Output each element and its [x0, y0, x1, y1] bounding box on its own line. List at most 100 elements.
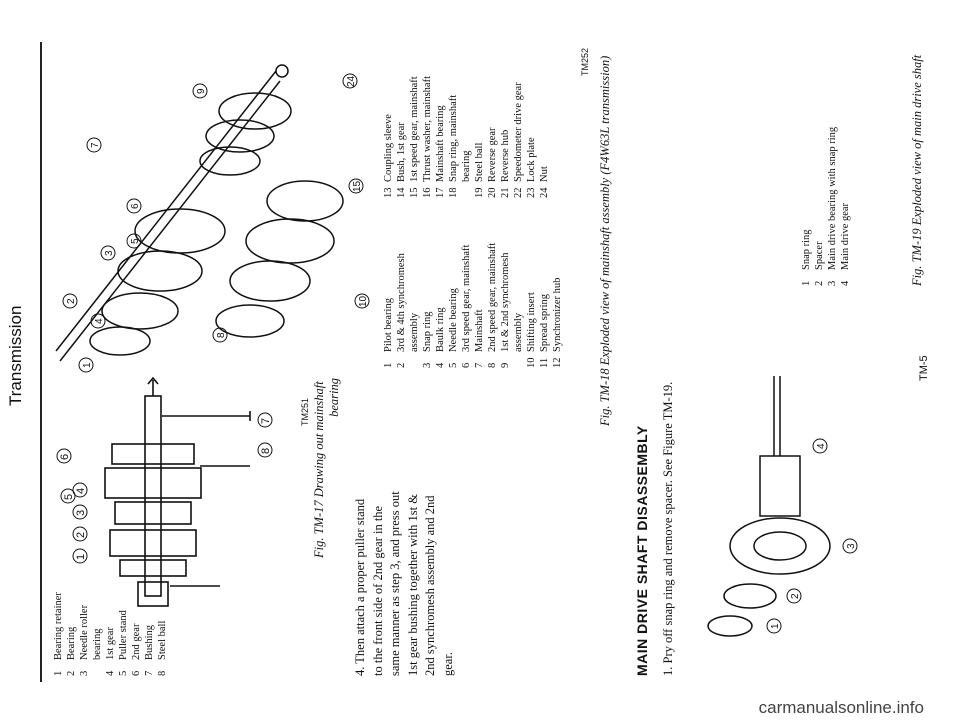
legend-text: Bearing [66, 626, 77, 660]
section-heading: MAIN DRIVE SHAFT DISASSEMBLY [634, 425, 650, 676]
legend-text: Needle bearing [448, 288, 459, 352]
svg-text:24: 24 [346, 75, 357, 87]
legend-text: 2nd gear [131, 623, 142, 660]
legend-text: Baulk ring [435, 307, 446, 352]
svg-text:8: 8 [216, 332, 227, 338]
step4-line: same manner as step 3, and press out [388, 491, 402, 676]
legend-text: Mainshaft bearing [435, 105, 446, 182]
svg-text:4: 4 [75, 488, 87, 494]
legend-text: Coupling sleeve [383, 114, 394, 182]
legend-text: assembly [409, 312, 420, 352]
legend-number [512, 352, 525, 368]
legend-number: 22 [513, 187, 524, 199]
legend-number: 8 [157, 670, 168, 676]
svg-text:1: 1 [770, 623, 781, 629]
legend-row: 7 Mainshaft [473, 198, 486, 368]
section-step1: 1. Pry off snap ring and remove spacer. … [661, 381, 675, 676]
fig-tm17-drawing: 1 2 3 4 5 6 7 8 [56, 376, 273, 607]
legend-number [408, 352, 421, 368]
legend-text: Bushing [144, 624, 155, 660]
svg-text:10: 10 [358, 295, 369, 307]
fig-tm19-caption: Fig. TM-19 Exploded view of main drive s… [910, 54, 924, 286]
legend-text: Bush, 1st gear [396, 122, 407, 182]
legend-text: Synchronizer hub [552, 277, 563, 352]
legend-number [91, 660, 104, 676]
legend-text: Snap ring, mainshaft [448, 94, 459, 182]
legend-text: 3rd & 4th synchromesh [396, 253, 407, 352]
step4-line: 4. Then attach a proper puller stand [353, 498, 367, 676]
legend-number: 11 [539, 357, 550, 368]
legend-text: Lock plate [526, 137, 537, 182]
legend-row: bearing [460, 38, 473, 198]
step4-line: gear. [440, 652, 455, 676]
svg-text:6: 6 [59, 454, 71, 460]
legend-text: Main drive bearing with snap ring [827, 126, 838, 270]
svg-text:7: 7 [90, 142, 101, 148]
legend-row: bearing [91, 556, 104, 676]
legend-text: Thrust washer, mainshaft [422, 75, 433, 182]
legend-row: 3 Snap ring [421, 198, 434, 368]
legend-number: 15 [409, 187, 420, 199]
legend-text: Speedometer drive gear [513, 82, 524, 182]
legend-number: 3 [422, 362, 433, 368]
svg-text:5: 5 [130, 238, 141, 244]
svg-text:3: 3 [75, 510, 87, 516]
legend-number: 7 [474, 362, 485, 368]
legend-text: assembly [513, 312, 524, 352]
legend-text: Reverse gear [487, 127, 498, 182]
callout-1 [72, 548, 88, 564]
legend-number: 8 [487, 362, 498, 368]
legend-text: Steel ball [157, 620, 168, 660]
svg-text:7: 7 [260, 418, 272, 424]
fig-tm18-drawing: 1 2 3 4 5 6 7 8 9 10 15 24 [55, 64, 370, 373]
legend-number: 5 [118, 670, 129, 676]
svg-text:3: 3 [846, 543, 857, 549]
legend-number: 6 [461, 362, 472, 368]
legend-text: Mainshaft [474, 309, 485, 352]
legend-text: bearing [461, 150, 472, 183]
legend-number: 1 [801, 280, 812, 286]
legend-text: Pilot bearing [383, 298, 394, 352]
svg-text:8: 8 [260, 448, 272, 454]
legend-row: 22 Speedometer drive gear [512, 38, 525, 198]
legend-number: 2 [66, 670, 77, 676]
legend-text: bearing [92, 628, 103, 661]
legend-text: Main drive gear [840, 202, 851, 270]
header-rule [40, 42, 42, 682]
legend-text: 1st & 2nd synchromesh [500, 252, 511, 352]
legend-text: Reverse hub [500, 129, 511, 182]
legend-text: Bearing retainer [53, 592, 64, 660]
legend-text: Snap ring [422, 311, 433, 352]
legend-number: 4 [435, 362, 446, 368]
legend-number: 19 [474, 187, 485, 199]
watermark: carmanualsonline.info [758, 698, 924, 717]
svg-text:4: 4 [816, 443, 827, 449]
legend-number: 3 [79, 670, 90, 676]
step4-line: to the front side of 2nd gear in the [370, 505, 385, 676]
svg-text:4: 4 [94, 318, 105, 324]
fig-tm18-caption: Fig. TM-18 Exploded view of mainshaft as… [598, 55, 612, 426]
page-footer: TM-5 [918, 355, 930, 381]
legend-row: 8 Steel ball [156, 556, 169, 676]
